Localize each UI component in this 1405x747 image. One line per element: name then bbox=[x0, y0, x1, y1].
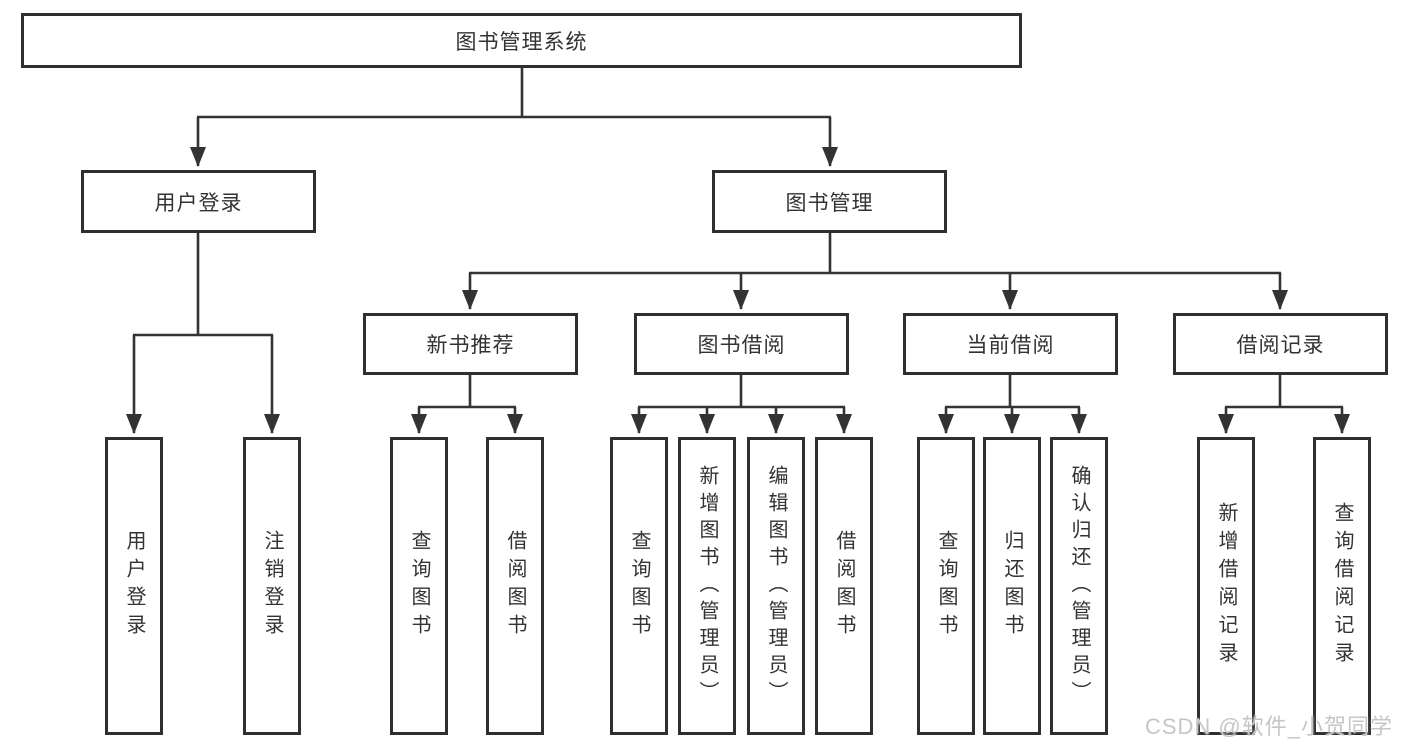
leaf-edit-books-admin: 编辑图书（管理员） bbox=[747, 437, 805, 735]
leaf-query-books-current: 查询图书 bbox=[917, 437, 975, 735]
node-borrow-records: 借阅记录 bbox=[1173, 313, 1388, 375]
leaf-borrow-books-recommend: 借阅图书 bbox=[486, 437, 544, 735]
node-user-login: 用户登录 bbox=[81, 170, 316, 233]
node-new-book-recommend: 新书推荐 bbox=[363, 313, 578, 375]
node-library-management-system: 图书管理系统 bbox=[21, 13, 1022, 68]
leaf-return-books: 归还图书 bbox=[983, 437, 1041, 735]
leaf-query-books-borrow: 查询图书 bbox=[610, 437, 668, 735]
leaf-confirm-return-admin: 确认归还（管理员） bbox=[1050, 437, 1108, 735]
leaf-add-books-admin: 新增图书（管理员） bbox=[678, 437, 736, 735]
leaf-logout: 注销登录 bbox=[243, 437, 301, 735]
csdn-watermark: CSDN @软件_小贺同学 bbox=[1144, 714, 1393, 739]
node-current-borrow: 当前借阅 bbox=[903, 313, 1118, 375]
leaf-query-borrow-record: 查询借阅记录 bbox=[1313, 437, 1371, 735]
leaf-user-login: 用户登录 bbox=[105, 437, 163, 735]
leaf-add-borrow-record: 新增借阅记录 bbox=[1197, 437, 1255, 735]
leaf-borrow-books: 借阅图书 bbox=[815, 437, 873, 735]
node-book-borrow: 图书借阅 bbox=[634, 313, 849, 375]
node-book-management: 图书管理 bbox=[712, 170, 947, 233]
leaf-query-books-recommend: 查询图书 bbox=[390, 437, 448, 735]
